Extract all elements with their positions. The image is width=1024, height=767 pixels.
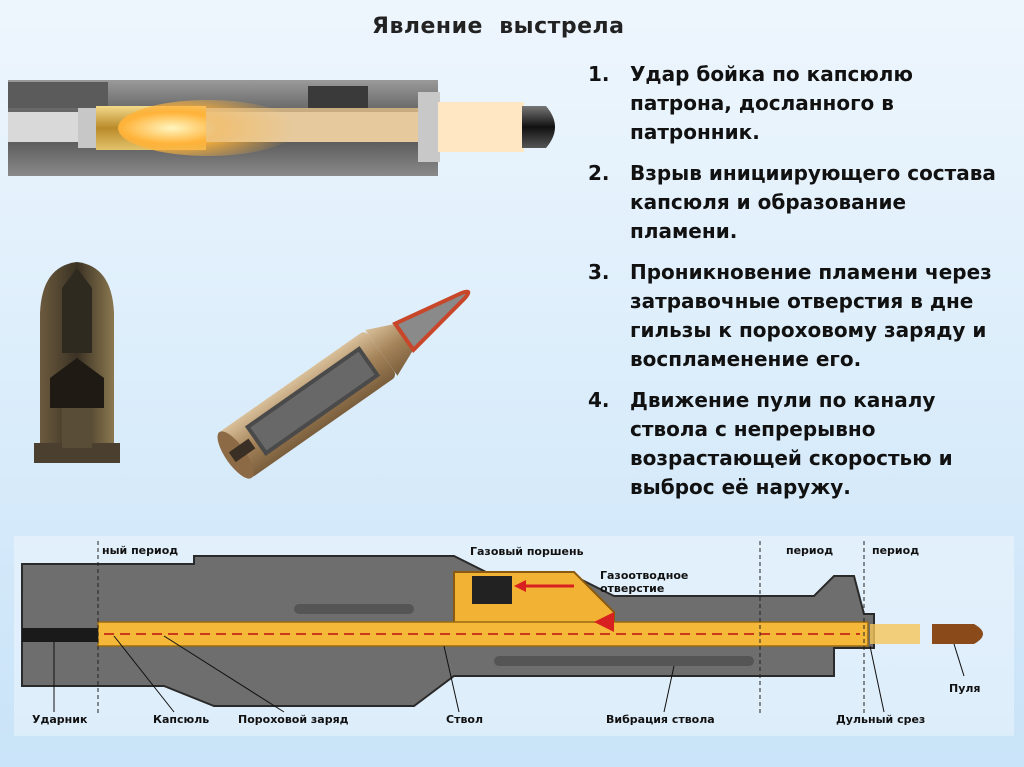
label-bullet: Пуля — [949, 682, 981, 695]
step-text: Удар бойка по капсюлю патрона, досланног… — [630, 60, 1008, 147]
slide-title: Явление выстрела — [372, 14, 662, 39]
step-text: Взрыв инициирующего состава капсюля и об… — [630, 159, 1008, 246]
step-number: 1. — [588, 60, 610, 89]
rifle-firing-diagram — [14, 536, 1014, 736]
label-period-left: ный период — [102, 544, 178, 557]
label-gas-piston: Газовый поршень — [470, 545, 584, 558]
label-period-right: период — [872, 544, 919, 557]
label-vibration: Вибрация ствола — [606, 713, 715, 726]
label-period-mid: период — [786, 544, 833, 557]
step-number: 3. — [588, 258, 610, 287]
label-barrel: Ствол — [446, 713, 483, 726]
pistol-cutaway-image — [8, 72, 568, 182]
step-number: 2. — [588, 159, 610, 188]
rifle-cartridge-section-image — [188, 270, 508, 480]
label-powder: Пороховой заряд — [238, 713, 349, 726]
label-primer: Капсюль — [153, 713, 209, 726]
label-gas-vent: Газоотводное отверстие — [600, 569, 688, 595]
step-number: 4. — [588, 386, 610, 415]
list-item: 3. Проникновение пламени через затравочн… — [588, 258, 1008, 374]
step-text: Движение пули по каналу ствола с непреры… — [630, 386, 1008, 502]
list-item: 1. Удар бойка по капсюлю патрона, дослан… — [588, 60, 1008, 147]
label-striker: Ударник — [32, 713, 87, 726]
label-muzzle: Дульный срез — [836, 713, 925, 726]
list-item: 2. Взрыв инициирующего состава капсюля и… — [588, 159, 1008, 246]
steps-list: 1. Удар бойка по капсюлю патрона, дослан… — [588, 60, 1008, 514]
pistol-bullet-section-image — [22, 258, 132, 478]
list-item: 4. Движение пули по каналу ствола с непр… — [588, 386, 1008, 502]
step-text: Проникновение пламени через затравочные … — [630, 258, 1008, 374]
